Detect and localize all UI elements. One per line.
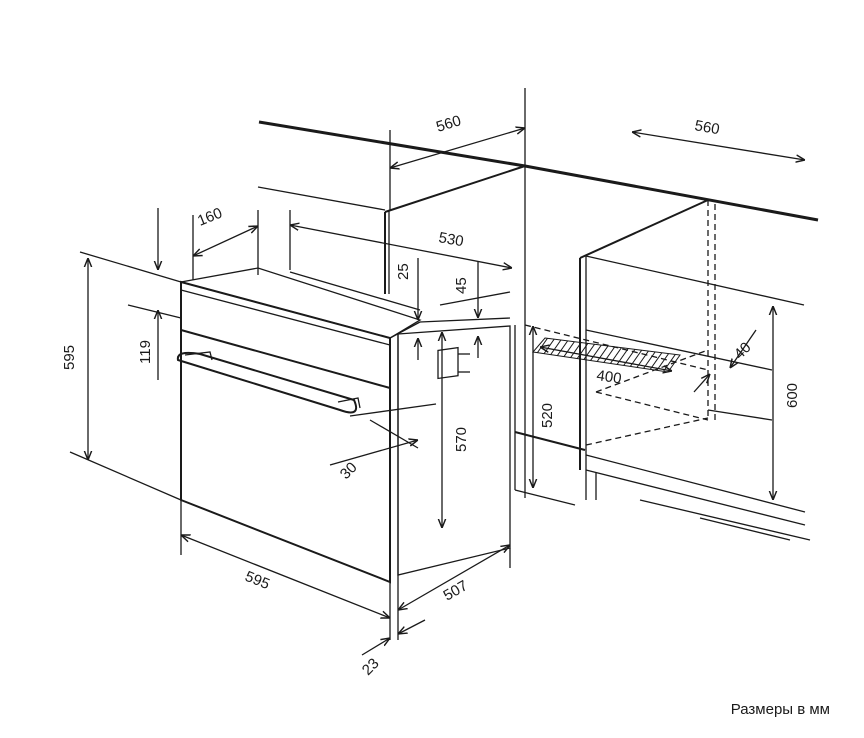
dimension-lines (69, 128, 805, 656)
units-caption: Размеры в мм (730, 701, 830, 718)
label-oven-height: 595 (61, 345, 78, 370)
oven (176, 267, 511, 584)
label-inner-height: 570 (453, 427, 470, 452)
label-vent-gap: 40 (731, 339, 755, 363)
label-cutout-width: 530 (437, 229, 465, 250)
label-vent-length: 400 (595, 367, 622, 387)
label-front-thickness: 23 (359, 655, 383, 679)
label-oven-width: 595 (243, 568, 273, 593)
label-cab-width-top: 560 (434, 112, 463, 136)
label-cab-height: 520 (539, 403, 556, 428)
countertop (257, 120, 819, 222)
oven-handle (176, 351, 361, 414)
label-vent-depth: 160 (195, 205, 225, 230)
label-back-gap: 45 (453, 277, 470, 294)
label-oven-depth: 507 (441, 577, 471, 604)
label-cab-width-right: 560 (693, 117, 721, 138)
label-panel-height: 119 (137, 340, 154, 364)
label-niche-height: 600 (784, 383, 801, 408)
oven-front (180, 280, 391, 584)
label-top-gap: 25 (395, 263, 412, 280)
oven-top (180, 267, 422, 339)
mount-bracket (437, 346, 459, 380)
